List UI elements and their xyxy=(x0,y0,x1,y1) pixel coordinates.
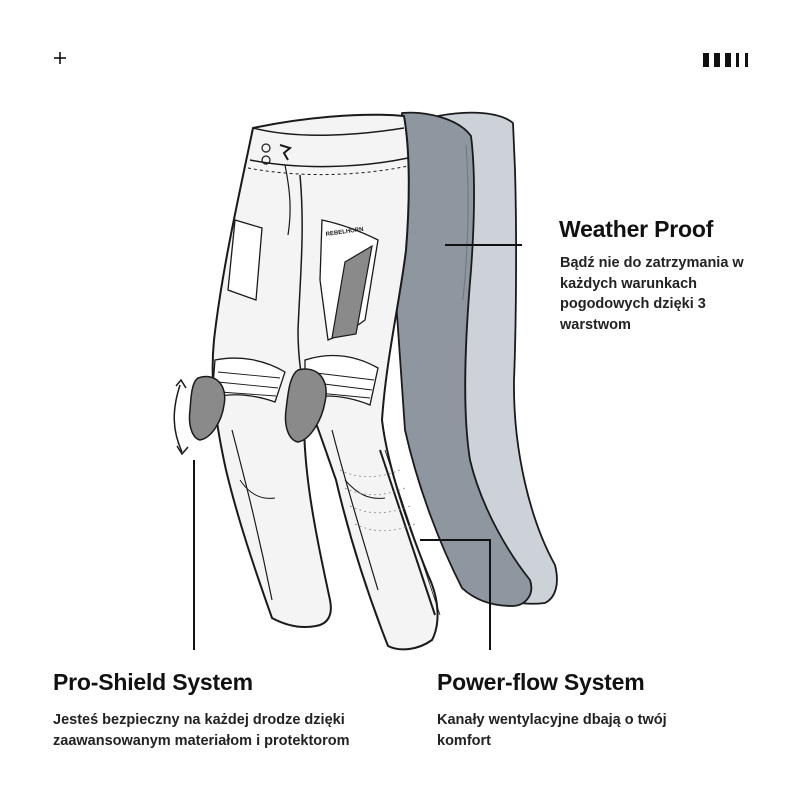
pro-shield-description: Jesteś bezpieczny na każdej drodze dzięk… xyxy=(53,712,350,749)
knee-protectors xyxy=(188,368,327,443)
pro-shield-title: Pro-Shield System xyxy=(53,669,253,695)
power-flow-callout-line xyxy=(420,539,491,650)
vertical-bars-icon xyxy=(703,53,748,67)
power-flow-title: Power-flow System xyxy=(437,669,645,695)
plus-icon[interactable] xyxy=(53,51,67,65)
power-flow-description: Kanały wentylacyjne dbają o twój komfort xyxy=(437,712,667,749)
weather-proof-title: Weather Proof xyxy=(559,216,714,242)
weather-proof-description: Bądź nie do zatrzymania w każdych warunk… xyxy=(560,255,744,333)
svg-text:REBELHORN: REBELHORN xyxy=(325,227,363,238)
middle-layer xyxy=(395,111,533,607)
flex-arrow xyxy=(173,384,183,453)
